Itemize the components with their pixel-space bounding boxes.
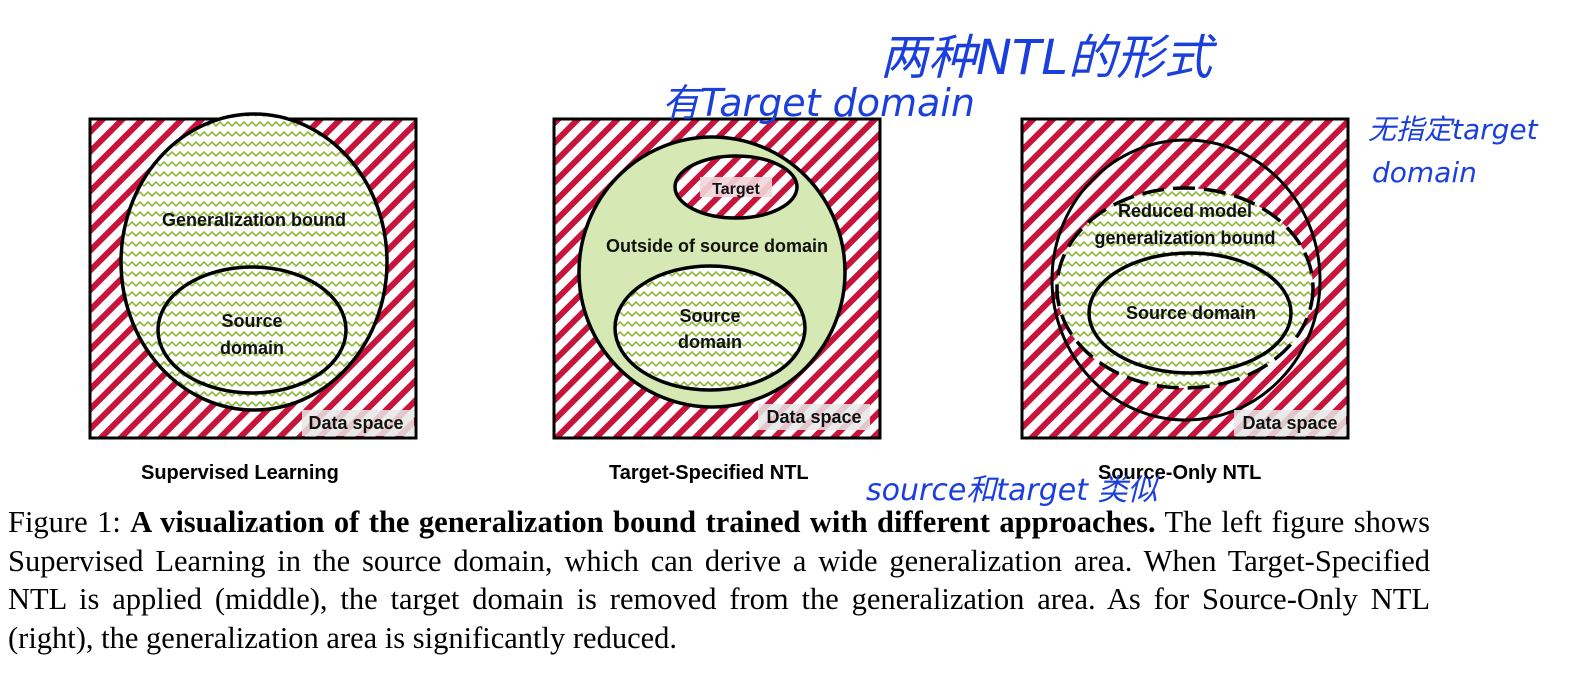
generalization-bound-label: Generalization bound xyxy=(162,210,346,230)
caption-bold-title: A visualization of the generalization bo… xyxy=(130,505,1156,539)
panel-title-source-only-ntl: Source-Only NTL xyxy=(1098,462,1262,484)
data-space-label-bg xyxy=(1234,410,1346,436)
panel-title-supervised-learning: Supervised Learning xyxy=(141,462,339,484)
source-domain-label-line-2: domain xyxy=(220,338,284,358)
reduced-bound-label-line-1: Reduced model xyxy=(1118,201,1252,221)
data-space-label: Data space xyxy=(766,407,861,427)
data-space-label-bg xyxy=(758,404,870,430)
figure-1-diagram: Generalization bound Source domain Data … xyxy=(88,112,1350,440)
caption-body: The left figure shows Supervised Learnin… xyxy=(8,505,1431,655)
source-domain-label: Source domain xyxy=(1126,303,1256,323)
target-label-bg xyxy=(700,177,772,197)
handwritten-right-note-line-1: 无指定target xyxy=(1368,113,1538,146)
source-domain-label-line-1: Source xyxy=(679,306,740,326)
source-domain-label-line-2: domain xyxy=(678,332,742,352)
handwritten-right-note-line-2: domain xyxy=(1372,156,1477,189)
source-domain-ellipse xyxy=(156,265,348,395)
caption-prefix: Figure 1: xyxy=(8,505,121,539)
source-domain-ellipse xyxy=(1087,251,1293,375)
source-domain-label-line-1: Source xyxy=(221,311,282,331)
data-space-label-bg xyxy=(302,410,414,436)
data-space-label: Data space xyxy=(1242,413,1337,433)
reduced-bound-label-line-2: generalization bound xyxy=(1094,228,1275,248)
panel-target-specified-ntl: Target Outside of source domain Source d… xyxy=(552,117,882,440)
panel-source-only-ntl: Reduced model generalization bound Sourc… xyxy=(1020,117,1350,440)
handwritten-title-note: 两种NTL的形式 xyxy=(880,30,1212,86)
handwritten-middle-note: 有Target domain xyxy=(662,81,975,125)
target-label: Target xyxy=(712,181,760,198)
handwritten-bottom-note: source和target 类似 xyxy=(866,473,1158,508)
panel-title-target-specified-ntl: Target-Specified NTL xyxy=(609,462,809,484)
outside-source-domain-label: Outside of source domain xyxy=(606,236,828,256)
panel-supervised-learning: Generalization bound Source domain Data … xyxy=(88,112,418,440)
data-space-label: Data space xyxy=(308,413,403,433)
source-domain-ellipse xyxy=(613,264,807,392)
figure-caption: Figure 1: A visualization of the general… xyxy=(8,503,1430,657)
